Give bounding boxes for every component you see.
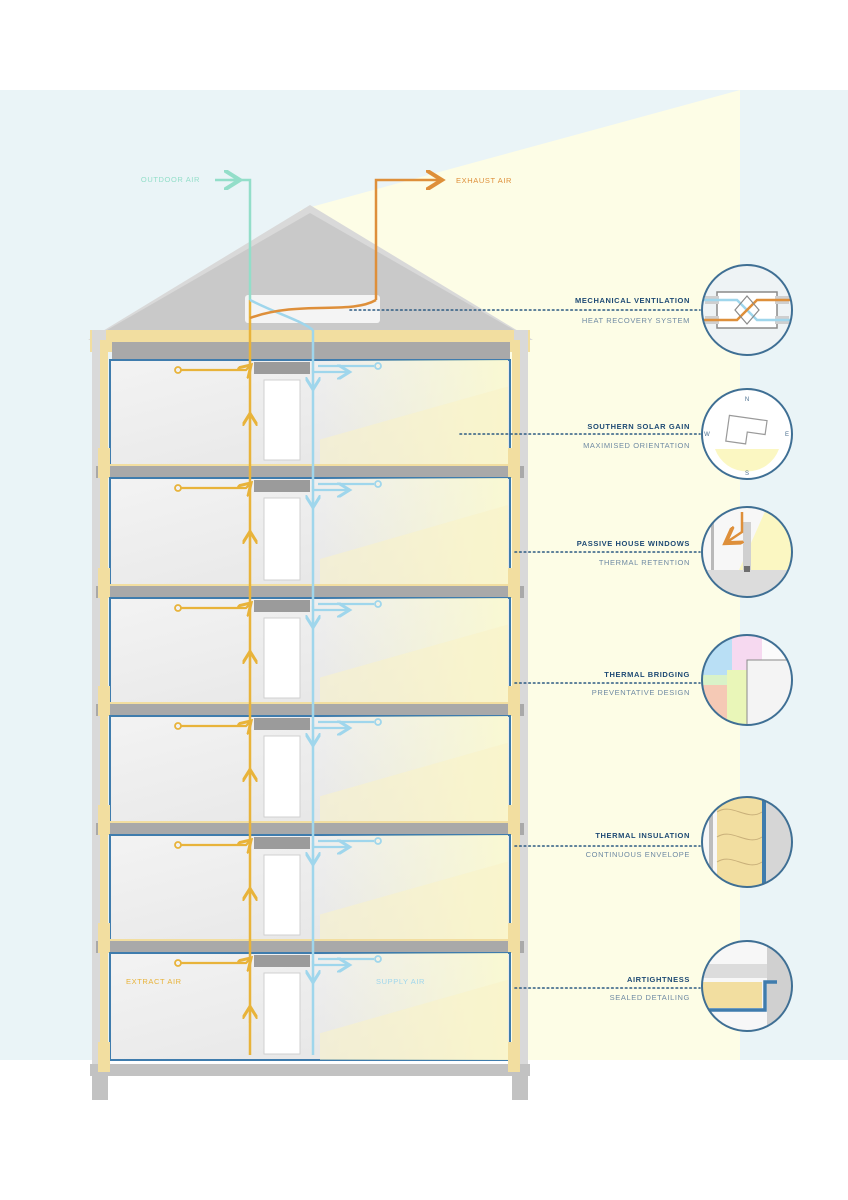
extract-branch <box>181 604 250 608</box>
supply-branch <box>311 961 348 965</box>
compass-n: N <box>745 397 749 403</box>
sunlight-beam <box>320 505 508 586</box>
exhaust-air-outlet <box>374 180 440 300</box>
slab-edge-thermal-break <box>98 1042 110 1072</box>
extract-branch <box>181 722 250 726</box>
callout-subtitle: MAXIMISED ORIENTATION <box>583 441 690 450</box>
supply-diffuser <box>374 600 382 608</box>
callout-mechanical-ventilation: MECHANICAL VENTILATION HEAT RECOVERY SYS… <box>575 296 690 325</box>
exhaust-air-label: EXHAUST AIR <box>456 176 512 185</box>
sunlight-beam <box>320 861 508 941</box>
window-section-icon <box>701 506 793 598</box>
sunlight-beam <box>320 624 508 704</box>
core-beam <box>254 600 310 612</box>
heat-recovery-unit-icon <box>701 264 793 356</box>
slab-edge-thermal-break <box>98 448 110 478</box>
slab-edge-thermal-break <box>508 568 520 598</box>
roof-slab <box>112 342 510 360</box>
slab-edge-thermal-break <box>98 568 110 598</box>
core-beam <box>254 362 310 374</box>
core-beam <box>254 718 310 730</box>
extract-air-label: EXTRACT AIR <box>126 977 182 986</box>
slab-edge-thermal-break <box>508 923 520 953</box>
floors <box>96 359 524 1072</box>
callout-subtitle: SEALED DETAILING <box>610 993 690 1002</box>
feature-callouts: MECHANICAL VENTILATION HEAT RECOVERY SYS… <box>575 296 690 1002</box>
callout-solar-gain: SOUTHERN SOLAR GAIN MAXIMISED ORIENTATIO… <box>583 422 690 450</box>
stair-core-window <box>263 854 301 936</box>
callout-title: THERMAL BRIDGING <box>604 670 690 679</box>
callout-title: AIRTIGHTNESS <box>627 975 690 984</box>
extract-branch <box>181 959 250 963</box>
slab-edge-thermal-break <box>508 686 520 716</box>
extract-branch <box>181 484 250 488</box>
floor-finish <box>106 939 514 941</box>
sunlight-beam <box>320 742 508 823</box>
compass-orientation-icon: N S E W <box>701 388 793 480</box>
supply-diffuser <box>374 480 382 488</box>
floor-slab <box>96 466 524 478</box>
callout-subtitle: HEAT RECOVERY SYSTEM <box>582 316 690 325</box>
duct-branches <box>174 362 382 1023</box>
sunlight-beam <box>320 979 508 1060</box>
supply-diffuser <box>374 718 382 726</box>
supply-branch <box>311 486 348 490</box>
core-beam <box>254 955 310 967</box>
slab-edge-thermal-break <box>508 805 520 835</box>
slab-edge-thermal-break <box>508 1042 520 1072</box>
floor-finish <box>106 464 514 466</box>
outdoor-air-label: OUTDOOR AIR <box>141 175 200 184</box>
callout-title: SOUTHERN SOLAR GAIN <box>587 422 690 431</box>
floor-finish <box>106 821 514 823</box>
supply-branch <box>311 606 348 610</box>
supply-air-label: SUPPLY AIR <box>376 977 425 986</box>
stair-core-window <box>263 497 301 581</box>
supply-branch <box>311 368 348 372</box>
callout-title: MECHANICAL VENTILATION <box>575 296 690 305</box>
ground-slab <box>90 1064 530 1076</box>
floor-finish <box>106 702 514 704</box>
core-beam <box>254 480 310 492</box>
supply-branch <box>311 724 348 728</box>
floor-slab <box>96 823 524 835</box>
callout-title: PASSIVE HOUSE WINDOWS <box>577 539 690 548</box>
airtight-membrane-icon <box>701 940 793 1032</box>
compass-s: S <box>745 471 749 477</box>
slab-edge-thermal-break <box>98 923 110 953</box>
callout-subtitle: CONTINUOUS ENVELOPE <box>586 850 690 859</box>
stair-core-window <box>263 379 301 461</box>
floor-slab <box>96 704 524 716</box>
supply-diffuser <box>374 955 382 963</box>
floor-slab <box>96 941 524 953</box>
stair-core-window <box>263 735 301 818</box>
floor-slab <box>96 586 524 598</box>
supply-branch <box>311 843 348 847</box>
callout-thermal-insulation: THERMAL INSULATION CONTINUOUS ENVELOPE <box>586 831 690 859</box>
compass-e: E <box>785 432 789 438</box>
callout-passive-windows: PASSIVE HOUSE WINDOWS THERMAL RETENTION <box>577 539 690 567</box>
compass-w: W <box>704 432 710 438</box>
slab-edge-thermal-break <box>98 686 110 716</box>
callout-subtitle: THERMAL RETENTION <box>599 558 690 567</box>
callout-thermal-bridging: THERMAL BRIDGING PREVENTATIVE DESIGN <box>592 670 690 697</box>
thermal-bridge-icon <box>701 634 793 726</box>
leader-lines <box>349 309 701 989</box>
slab-edge-thermal-break <box>98 805 110 835</box>
stair-core-window <box>263 972 301 1055</box>
callout-subtitle: PREVENTATIVE DESIGN <box>592 688 690 697</box>
extract-branch <box>181 841 250 845</box>
supply-diffuser <box>374 837 382 845</box>
extract-branch <box>181 366 250 370</box>
supply-diffuser <box>374 362 382 370</box>
stair-core-window <box>263 617 301 699</box>
sunlight-beam <box>320 386 508 466</box>
floor-finish <box>106 584 514 586</box>
callout-title: THERMAL INSULATION <box>595 831 690 840</box>
callout-airtightness: AIRTIGHTNESS SEALED DETAILING <box>610 975 690 1002</box>
slab-edge-thermal-break <box>508 448 520 478</box>
insulation-layer-icon <box>701 796 793 888</box>
core-beam <box>254 837 310 849</box>
